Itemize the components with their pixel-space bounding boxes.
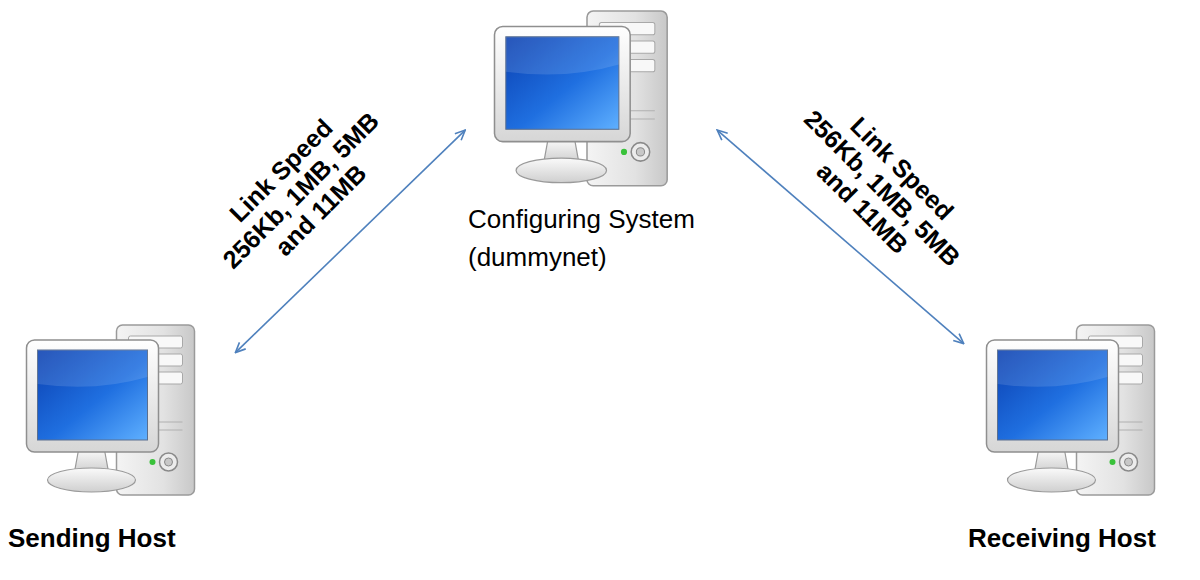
host-label: Receiving Host <box>968 520 1196 558</box>
host-label: Sending Host <box>8 520 268 558</box>
computer-icon <box>974 322 1179 502</box>
link-speed-label: Link Speed 256Kb, 1MB, 5MB and 11MB <box>194 84 405 295</box>
computer-node: Receiving Host <box>968 322 1196 558</box>
host-label: Configuring System (dummynet) <box>468 201 758 276</box>
computer-node: Configuring System (dummynet) <box>468 8 758 276</box>
computer-node: Sending Host <box>8 322 268 558</box>
computer-icon <box>482 8 692 193</box>
computer-icon <box>14 322 219 502</box>
link-speed-label: Link Speed 256Kb, 1MB, 5MB and 11MB <box>776 82 987 293</box>
